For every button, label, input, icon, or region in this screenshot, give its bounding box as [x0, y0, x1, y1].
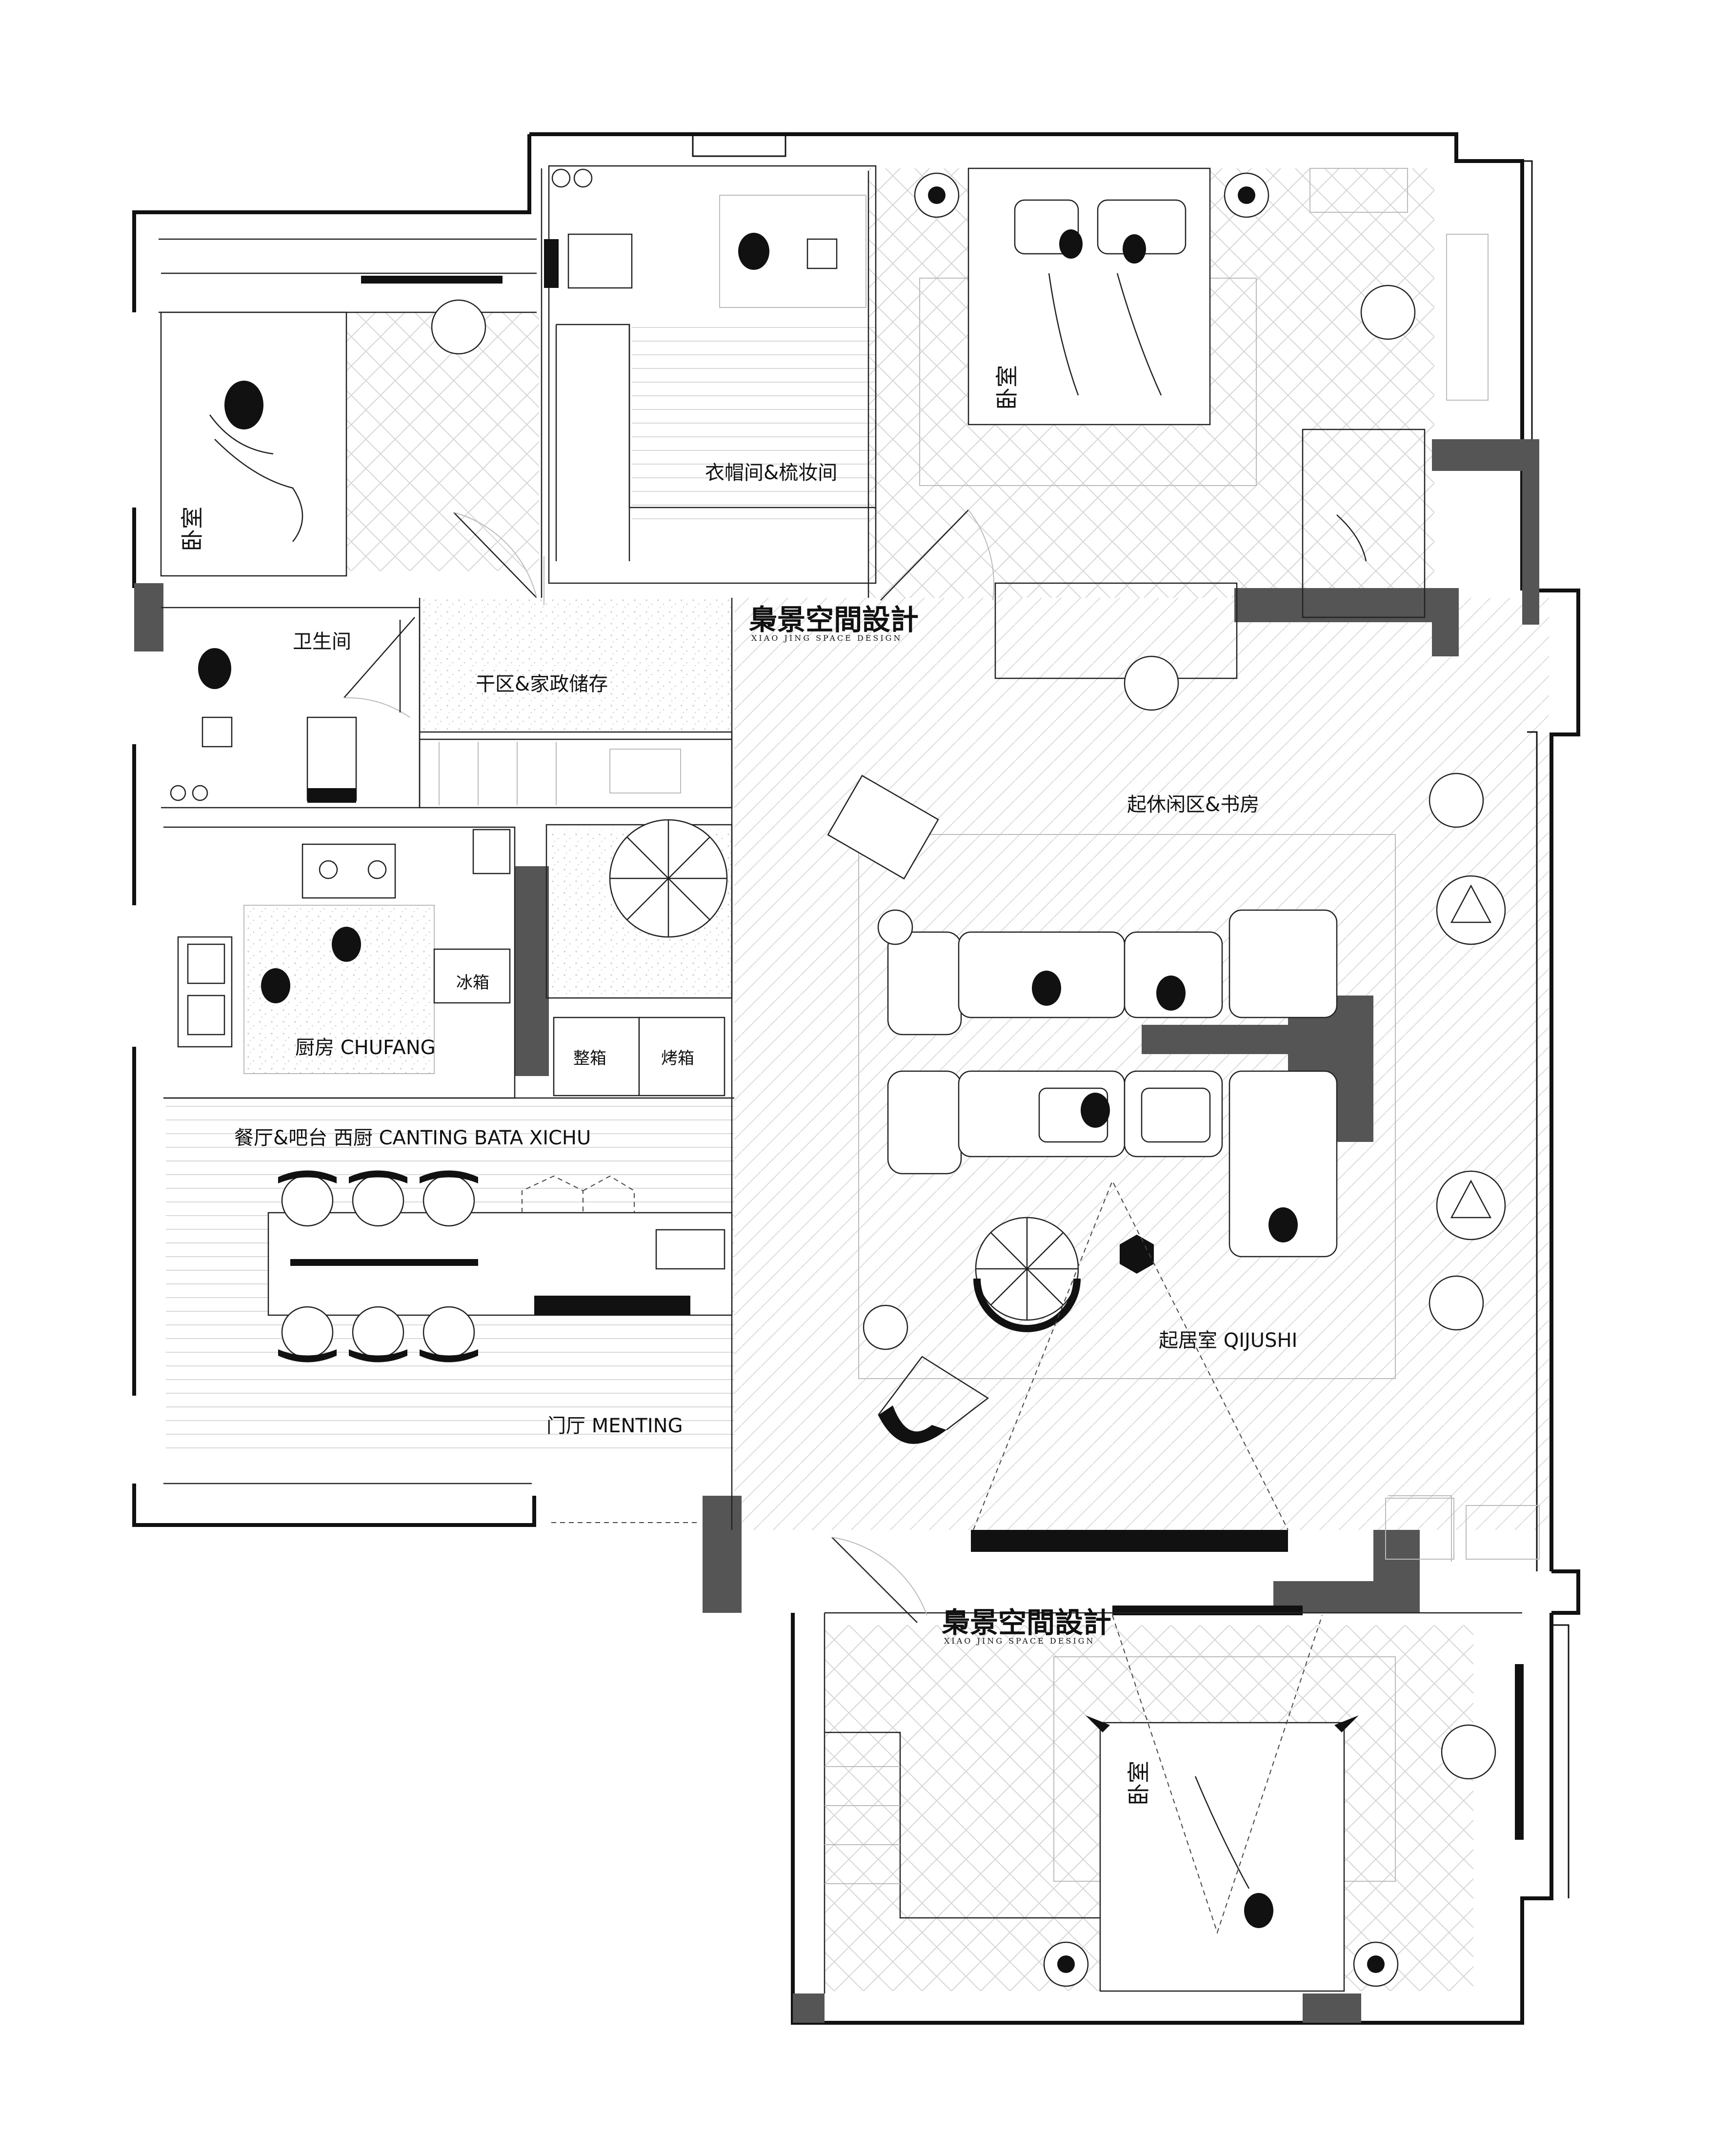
- brand-mark-bottom: 梟景空間設計 XIAO JING SPACE DESIGN: [942, 1606, 1111, 1646]
- floor-finishes: [166, 168, 1549, 1991]
- bathroom: [170, 620, 401, 803]
- brand-mark-top: 梟景空間設計 XIAO JING SPACE DESIGN: [749, 603, 919, 643]
- label-entrance: 门厅 MENTING: [546, 1415, 683, 1437]
- label-dining: 餐厅&吧台 西厨 CANTING BATA XICHU: [234, 1127, 591, 1149]
- label-bathroom: 卫生间: [293, 631, 351, 653]
- closet-area: [544, 168, 876, 561]
- brand-name-cn: 梟景空間設計: [942, 1606, 1111, 1639]
- label-fridge: 冰箱: [456, 973, 489, 993]
- bedroom-top-right: [914, 167, 1489, 562]
- label-steam-box: 整箱: [573, 1049, 606, 1068]
- label-study: 起休闲区&书房: [1127, 793, 1259, 816]
- dining-chairs-bottom: [278, 1306, 478, 1363]
- appliance-tall-cabinets: [553, 1017, 725, 1097]
- brand-name-en: XIAO JING SPACE DESIGN: [944, 1636, 1095, 1646]
- brand-name-en: XIAO JING SPACE DESIGN: [751, 633, 902, 643]
- label-kitchen: 厨房 CHUFANG: [295, 1037, 436, 1059]
- dining-chairs-top: [278, 1170, 478, 1227]
- label-living: 起居室 QIJUSHI: [1159, 1329, 1297, 1352]
- bedroom-top-left: [160, 272, 537, 577]
- label-bedroom-top-left: 卧室: [179, 507, 205, 551]
- kitchen: [177, 829, 511, 1074]
- label-bedroom-bottom: 卧室: [1126, 1761, 1152, 1806]
- living-room: [827, 655, 1540, 1562]
- brand-name-cn: 梟景空間設計: [749, 603, 919, 636]
- room-labels: 卧室 卧室 卧室 衣帽间&梳妆间 卫生间 干区&家政储存 起休闲区&书房 厨房 …: [179, 365, 1297, 1806]
- label-dry-zone: 干区&家政储存: [476, 673, 608, 695]
- label-closet: 衣帽间&梳妆间: [705, 462, 837, 484]
- label-oven: 烤箱: [661, 1049, 694, 1068]
- dry-zone: [420, 738, 732, 938]
- dining-bar: [267, 1170, 733, 1363]
- doors: [343, 509, 995, 1623]
- bedroom-bottom: [825, 1615, 1524, 1992]
- interior-walls: [159, 165, 1522, 1993]
- label-bedroom-top-right: 卧室: [994, 365, 1020, 410]
